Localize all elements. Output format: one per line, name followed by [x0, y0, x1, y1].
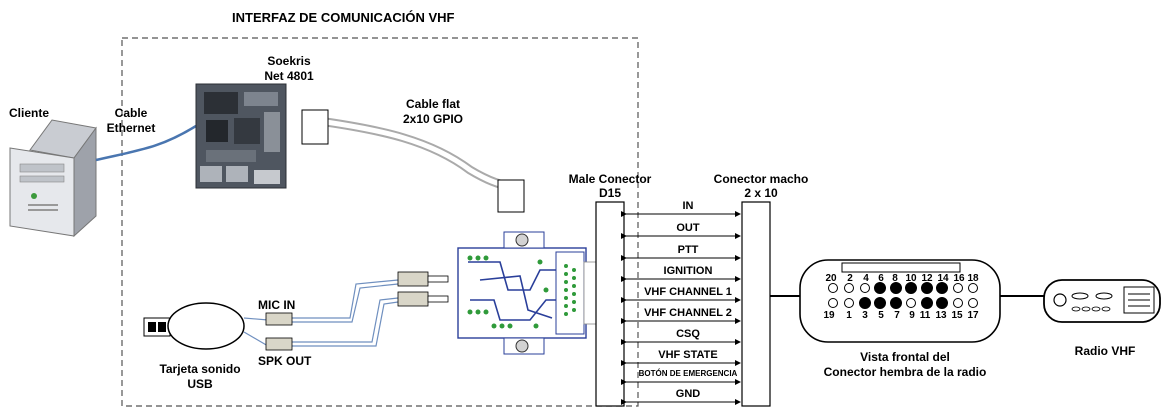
- cable-ethernet-label-line2: Ethernet: [96, 121, 166, 135]
- pin-label-top: 2: [843, 273, 857, 284]
- pin-top-circle: [969, 284, 978, 293]
- tarjeta-sonido-label-line2: USB: [152, 377, 248, 391]
- cable-flat-label-line1: Cable flat: [388, 97, 478, 111]
- soekris-label-line2: Net 4801: [244, 69, 334, 83]
- male-conector-d15-bar: [596, 202, 624, 406]
- pin-label-bottom: 1: [842, 310, 856, 321]
- cable-ethernet-label-line1: Cable: [96, 106, 166, 120]
- signal-label-boton-emergencia: BOTÓN DE EMERGENCIA: [636, 369, 740, 378]
- signal-label-vhf-channel-1: VHF CHANNEL 1: [636, 286, 740, 298]
- signal-label-ignition: IGNITION: [636, 265, 740, 277]
- cliente-label: Cliente: [9, 106, 49, 120]
- signal-label-ptt: PTT: [636, 244, 740, 256]
- pin-label-bottom: 19: [822, 310, 836, 321]
- signal-label-gnd: GND: [636, 388, 740, 400]
- pin-label-top: 14: [936, 273, 950, 284]
- pin-label-top: 16: [952, 273, 966, 284]
- pin-top-circle: [891, 283, 902, 294]
- vista-frontal-label-line1: Vista frontal del: [820, 350, 990, 364]
- pin-top-circle: [875, 283, 886, 294]
- spk-out-plug: [266, 338, 292, 350]
- conector-macho-label-line2: 2 x 10: [706, 186, 816, 200]
- spk-out-label: SPK OUT: [258, 354, 311, 368]
- soekris-label-line1: Soekris: [244, 54, 334, 68]
- pin-bottom-circle: [969, 299, 978, 308]
- signal-label-in: IN: [636, 200, 740, 212]
- pin-label-bottom: 17: [966, 310, 980, 321]
- pin-bottom-circle: [954, 299, 963, 308]
- pin-label-top: 20: [824, 273, 838, 284]
- pin-label-top: 6: [874, 273, 888, 284]
- pin-top-circle: [922, 283, 933, 294]
- signal-label-out: OUT: [636, 222, 740, 234]
- pin-top-circle: [906, 283, 917, 294]
- soekris-board-image: [196, 84, 286, 188]
- pin-label-bottom: 15: [950, 310, 964, 321]
- pin-label-top: 10: [904, 273, 918, 284]
- pin-bottom-circle: [845, 299, 854, 308]
- usb-sound-card-image: [144, 303, 244, 349]
- pin-label-bottom: 3: [858, 310, 872, 321]
- male-conector-label-line2: D15: [560, 186, 660, 200]
- pin-bottom-circle: [891, 298, 902, 309]
- cable-flat-label-line2: 2x10 GPIO: [388, 112, 478, 126]
- client-computer-icon: [10, 120, 96, 236]
- pin-top-circle: [845, 284, 854, 293]
- pin-label-bottom: 7: [890, 310, 904, 321]
- pin-label-top: 4: [859, 273, 873, 284]
- pin-label-bottom: 5: [874, 310, 888, 321]
- radio-vhf-label: Radio VHF: [1060, 344, 1150, 358]
- pin-label-top: 8: [888, 273, 902, 284]
- pin-top-circle: [861, 284, 870, 293]
- pin-bottom-circle: [907, 299, 916, 308]
- vista-frontal-label-line2: Conector hembra de la radio: [820, 365, 990, 379]
- signal-label-vhf-state: VHF STATE: [636, 349, 740, 361]
- pin-label-bottom: 9: [905, 310, 919, 321]
- pin-top-circle: [954, 284, 963, 293]
- mic-in-plug: [266, 313, 292, 325]
- pin-bottom-circle: [937, 298, 948, 309]
- conector-macho-bar: [742, 202, 770, 406]
- pin-bottom-circle: [829, 299, 838, 308]
- diagram-title: INTERFAZ DE COMUNICACIÓN VHF: [232, 11, 454, 25]
- pin-label-bottom: 13: [934, 310, 948, 321]
- pin-bottom-circle: [875, 298, 886, 309]
- pin-top-circle: [829, 284, 838, 293]
- interface-pcb-image: [458, 232, 606, 354]
- jack-plugs-to-pcb: [398, 272, 448, 306]
- pin-label-bottom: 11: [918, 310, 932, 321]
- conector-macho-label-line1: Conector macho: [706, 172, 816, 186]
- pin-label-top: 12: [920, 273, 934, 284]
- pin-top-circle: [937, 283, 948, 294]
- radio-vhf-icon: [1044, 280, 1160, 322]
- pin-bottom-circle: [860, 298, 871, 309]
- pin-label-top: 18: [966, 273, 980, 284]
- signal-label-csq: CSQ: [636, 328, 740, 340]
- signal-label-vhf-channel-2: VHF CHANNEL 2: [636, 307, 740, 319]
- tarjeta-sonido-label-line1: Tarjeta sonido: [152, 362, 248, 376]
- mic-in-label: MIC IN: [258, 298, 295, 312]
- male-conector-label-line1: Male Conector: [560, 172, 660, 186]
- pin-bottom-circle: [922, 298, 933, 309]
